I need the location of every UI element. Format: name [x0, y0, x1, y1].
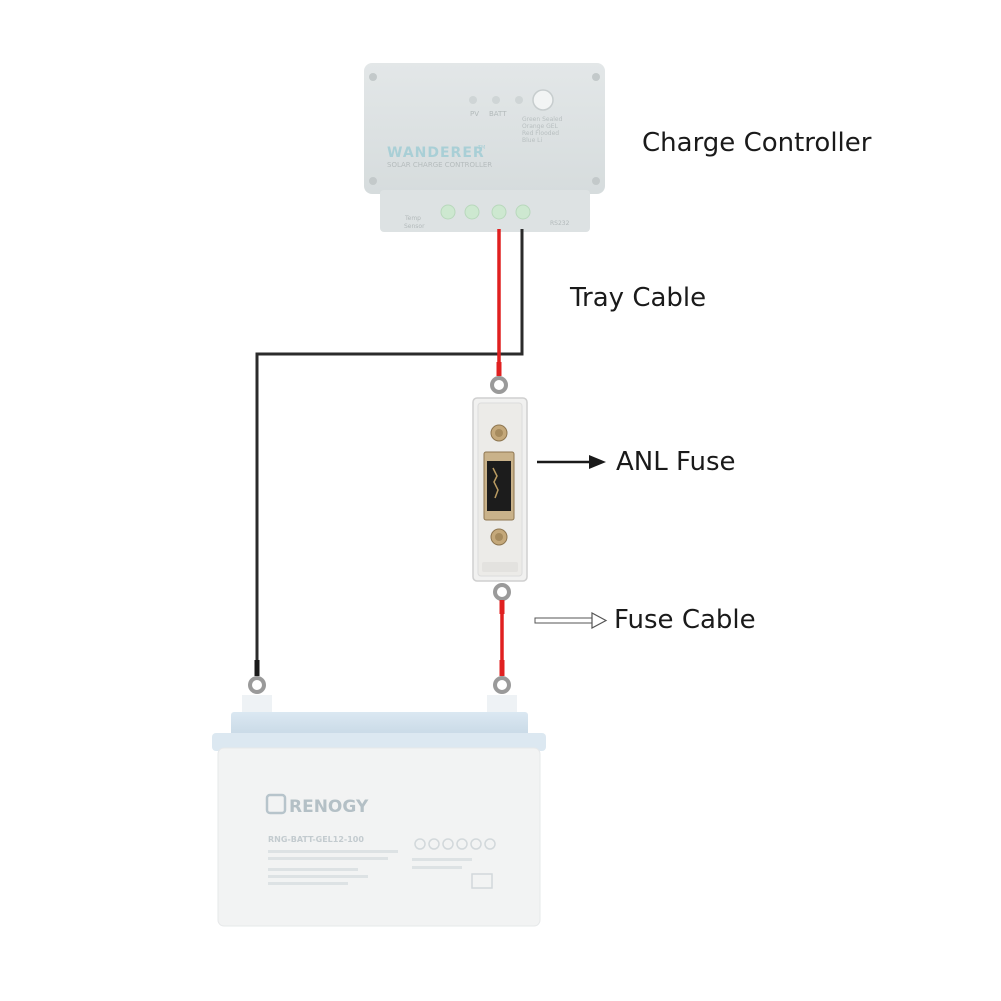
controller-subtitle: SOLAR CHARGE CONTROLLER	[387, 161, 492, 169]
negative-wire	[255, 229, 524, 672]
battery-body	[217, 747, 541, 927]
battery-spec-lines	[268, 850, 472, 885]
anl-fuse	[472, 397, 528, 582]
temp-sensor-label-1: Temp	[404, 215, 421, 222]
ring-terminal-fuse-top	[490, 376, 508, 394]
controller-trademark: TM	[477, 145, 485, 151]
mode-button	[532, 89, 554, 111]
led-batt-label: BATT	[489, 110, 507, 118]
battery-type-1: Green Sealed	[522, 116, 563, 123]
battery-type-4: Blue Li	[522, 137, 543, 144]
ring-terminal-fuse-bottom	[493, 583, 511, 601]
anl-fuse-label: ANL Fuse	[616, 447, 736, 477]
battery-type-2: Orange GEL	[522, 123, 559, 130]
fuse-cable-label: Fuse Cable	[614, 605, 756, 635]
charge-controller: PV BATT Green Sealed Orange GEL Red Floo…	[364, 63, 605, 232]
charge-controller-label: Charge Controller	[642, 128, 872, 158]
battery: RENOGY RNG-BATT-GEL12-100	[212, 695, 546, 927]
temp-sensor-label-2: Sensor	[404, 223, 425, 230]
tray-cable	[248, 229, 524, 694]
controller-brand: WANDERER	[387, 145, 485, 161]
renogy-logo-mark	[265, 793, 287, 815]
rs232-label: RS232	[550, 220, 570, 227]
tray-cable-label: Tray Cable	[570, 283, 707, 313]
status-leds	[469, 96, 523, 104]
fuse-cable-arrow	[534, 611, 608, 630]
battery-model: RNG-BATT-GEL12-100	[268, 835, 364, 844]
ring-terminal-battery-pos	[493, 676, 511, 694]
fuse-cable	[493, 583, 511, 694]
battery-lid	[231, 712, 528, 736]
controller-terminals	[440, 204, 531, 220]
anl-fuse-arrow	[537, 455, 606, 469]
battery-type-3: Red Flooded	[522, 130, 559, 137]
battery-brand: RENOGY	[289, 797, 369, 817]
led-pv-label: PV	[470, 110, 479, 118]
battery-certification-icons	[414, 838, 496, 889]
ring-terminal-battery-neg	[248, 676, 266, 694]
